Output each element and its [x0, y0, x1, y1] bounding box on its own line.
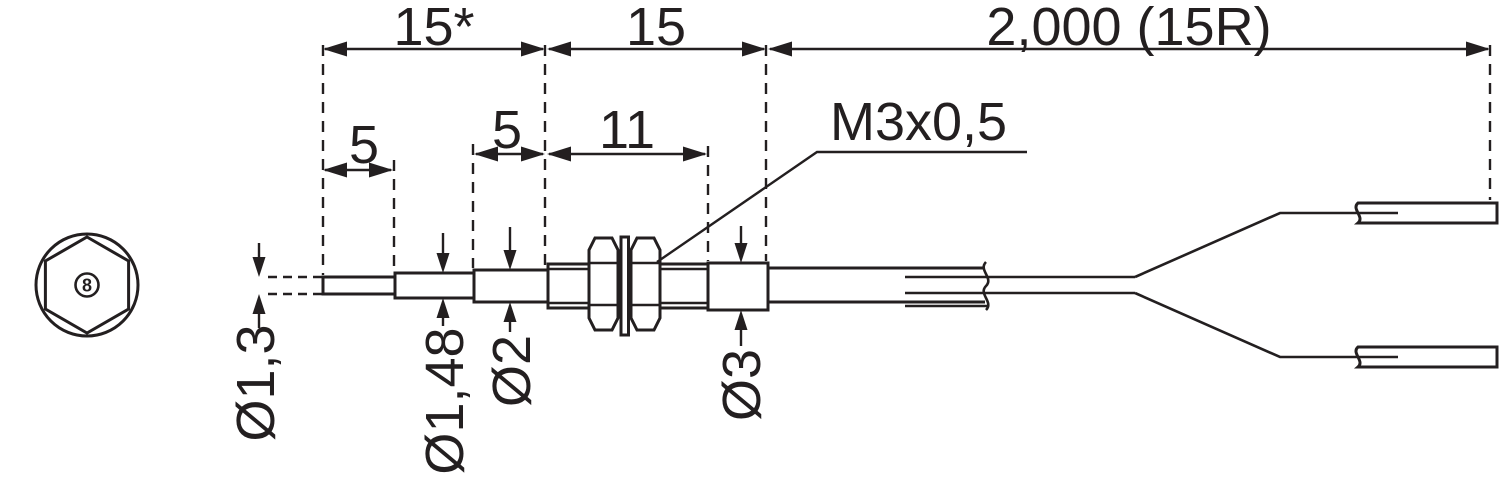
ferrule-bottom-body	[1353, 345, 1499, 369]
probe-body	[268, 235, 770, 337]
arrowhead-right	[683, 146, 707, 162]
arrowhead-up	[252, 294, 266, 314]
ferrule-top-body	[1353, 201, 1499, 225]
arrowhead-down	[734, 243, 748, 263]
arrowhead-down	[503, 250, 517, 270]
arrowhead-up	[503, 302, 517, 322]
dim-label-5-tip: 5	[349, 115, 379, 175]
end-view-circle	[34, 232, 140, 338]
arrowhead-left	[547, 146, 571, 162]
cable-assembly	[768, 201, 1499, 369]
thread-spec-label: M3x0,5	[830, 92, 1007, 152]
hex-nut-left	[587, 236, 620, 332]
thread-callout: M3x0,5	[656, 92, 1027, 263]
arrowhead-up	[436, 298, 450, 318]
probe-body-block	[706, 261, 770, 312]
arrowhead-right	[369, 162, 393, 178]
dia-label-mid: Ø1,48	[415, 327, 475, 474]
hex-end-view: 8	[34, 232, 140, 338]
ferrule-bottom	[1353, 345, 1499, 369]
hex-nut-outline	[43, 235, 131, 335]
arrowhead-down	[436, 253, 450, 273]
arrowhead-right	[1466, 41, 1490, 57]
nut-assembly	[587, 235, 662, 337]
probe-mid-section	[393, 271, 476, 300]
dimension-row-second: 5 5 11	[323, 100, 707, 178]
dim-label-2000: 2,000 (15R)	[986, 0, 1271, 57]
diameter-callouts: Ø1,3 Ø1,48 Ø2 Ø3	[226, 226, 772, 475]
cable-break-squiggle	[982, 261, 990, 311]
callout-dia-mid: Ø1,48	[415, 233, 475, 475]
leader-line	[656, 150, 1027, 263]
extension-lines	[321, 45, 1492, 275]
dia-label-sleeve: Ø2	[482, 335, 542, 407]
arrowhead-left	[474, 146, 498, 162]
center-marker-circle	[74, 272, 100, 298]
arrowhead-left	[323, 41, 347, 57]
dia-label-tip: Ø1,3	[226, 324, 286, 441]
washer	[619, 235, 630, 337]
callout-dia-body: Ø3	[712, 226, 772, 421]
dim-label-15: 15	[626, 0, 686, 57]
probe-tip-section	[321, 275, 397, 296]
callout-dia-tip: Ø1,3	[226, 243, 286, 442]
center-marker-label: 8	[82, 275, 92, 295]
hex-nut-left-face-line	[589, 261, 618, 307]
dim-label-15star: 15*	[393, 0, 474, 57]
arrowhead-right	[521, 146, 545, 162]
hex-nut-right	[629, 236, 662, 332]
arrowhead-left	[323, 162, 347, 178]
probe-sleeve-section	[472, 268, 550, 304]
hex-nut-right-face-line	[631, 261, 660, 307]
arrowhead-right	[521, 41, 545, 57]
callout-dia-sleeve: Ø2	[482, 227, 542, 407]
ferrule-top	[1353, 201, 1499, 225]
arrowhead-left	[768, 41, 792, 57]
arrowhead-right	[742, 41, 766, 57]
dim-label-5-sleeve: 5	[492, 100, 522, 160]
dimension-row-top: 15* 15 2,000 (15R)	[323, 0, 1490, 57]
dia-label-body: Ø3	[712, 349, 772, 421]
arrowhead-down	[252, 257, 266, 277]
arrowhead-up	[734, 310, 748, 330]
dim-label-11: 11	[599, 100, 655, 160]
arrowhead-left	[547, 41, 571, 57]
cable-split	[1134, 211, 1398, 359]
